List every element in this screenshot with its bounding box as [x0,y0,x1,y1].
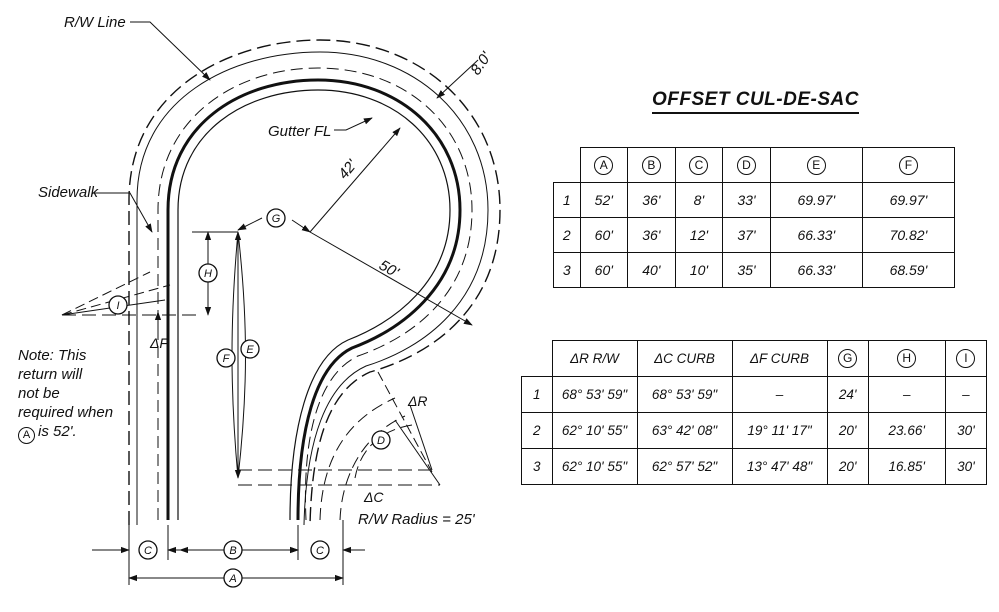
gutter-fl-leader [334,117,373,131]
curb-back-line [177,89,451,521]
gutter-fl-label: Gutter FL [268,123,331,140]
delta-r-label: ΔR [407,393,428,409]
return-note: Note: This return will not be required w… [18,346,128,444]
gutter-fl-line [166,78,462,521]
return-curve-dashed-2 [339,415,406,521]
table-title: OFFSET CUL-DE-SAC [652,89,859,114]
table1-header-e: E [769,147,863,183]
sidewalk-leader [92,192,153,233]
table1-header-row: A B C D E F [553,147,956,183]
return-curve-dashed-1 [319,397,396,521]
table1-corner [553,147,581,183]
svg-text:G: G [272,213,281,225]
rw-line-path [128,39,501,526]
table2-header-h: H [867,340,946,377]
callout-e: E [240,339,260,359]
rw-radius-label: R/W Radius = 25' [358,511,476,528]
table-row: 3 62° 10' 55" 62° 57' 52" 13° 47' 48" 20… [521,448,988,485]
svg-text:D: D [377,435,385,447]
callout-g: G [266,208,286,228]
svg-text:I: I [116,300,119,312]
note-line-2: return will [18,366,83,383]
table2-header-row: ΔR R/W ΔC CURB ΔF CURB G H I [521,340,988,377]
radius-50-line [309,231,473,326]
sidewalk-back-line [136,51,489,526]
cul-de-sac-dimension-table: A B C D E F 1 52' 36' 8' 33' 69.97' 69.9… [553,147,956,288]
note-line-4: required when [18,404,114,421]
table1-header-f: F [861,147,956,183]
svg-text:C: C [144,545,152,557]
callout-f: F [216,348,236,368]
table-row: 1 52' 36' 8' 33' 69.97' 69.97' [553,182,956,218]
svg-text:C: C [316,545,324,557]
table2-header-g: G [826,340,869,377]
table1-header-b: B [627,147,676,183]
offset-8-line [436,59,479,99]
dim-50-label: 50' [376,257,402,282]
radius-42-line [309,127,401,233]
construction-line-i-2 [61,284,171,316]
table2-header-delta-f: ΔF CURB [731,340,828,377]
dim-42-label: 42' [335,156,361,183]
table2-header-delta-c: ΔC CURB [636,340,733,377]
callout-i: I [108,295,128,315]
delta-c-label: ΔC [363,489,384,505]
table1-header-d: D [722,147,771,183]
table2-header-i: I [944,340,988,377]
sidewalk-label: Sidewalk [38,184,100,201]
construction-line-3 [377,371,433,473]
delta-f-label: ΔF [149,335,169,351]
curb-angle-table: ΔR R/W ΔC CURB ΔF CURB G H I 1 68° 53' 5… [521,340,988,485]
rw-line-label: R/W Line [64,14,126,31]
rw-line-leader [130,21,211,81]
table-row: 2 62° 10' 55" 63° 42' 08" 19° 11' 17" 20… [521,412,988,449]
callout-c-right: C [310,540,330,560]
table1-header-c: C [674,147,724,183]
svg-text:E: E [246,344,254,356]
dim-g-left [237,217,263,231]
note-callout-a: A [18,427,35,444]
callout-h: H [198,263,218,283]
svg-text:A: A [228,573,236,585]
dim-g-right [291,219,311,233]
table-row: 1 68° 53' 59" 68° 53' 59" – 24' – – [521,376,988,413]
callout-a: A [223,568,243,588]
table-row: 2 60' 36' 12' 37' 66.33' 70.82' [553,217,956,253]
construction-line-4 [394,419,441,486]
construction-line-i-3 [61,271,151,316]
table2-header-delta-r: ΔR R/W [551,340,638,377]
table1-header-a: A [579,147,629,183]
construction-line-5 [409,404,433,471]
svg-text:F: F [223,353,231,365]
svg-text:B: B [229,545,236,557]
table2-corner [521,340,553,377]
note-line-1: Note: This [18,347,87,364]
note-line-3: not be [18,385,60,402]
offset-8-label: 8.0' [467,48,495,78]
callout-c-left: C [138,540,158,560]
sidewalk-front-line [157,67,473,521]
table-row: 3 60' 40' 10' 35' 66.33' 68.59' [553,252,956,288]
svg-text:H: H [204,268,212,280]
note-line-5-text: is 52'. [38,423,77,440]
callout-d: D [371,430,391,450]
callout-b: B [223,540,243,560]
